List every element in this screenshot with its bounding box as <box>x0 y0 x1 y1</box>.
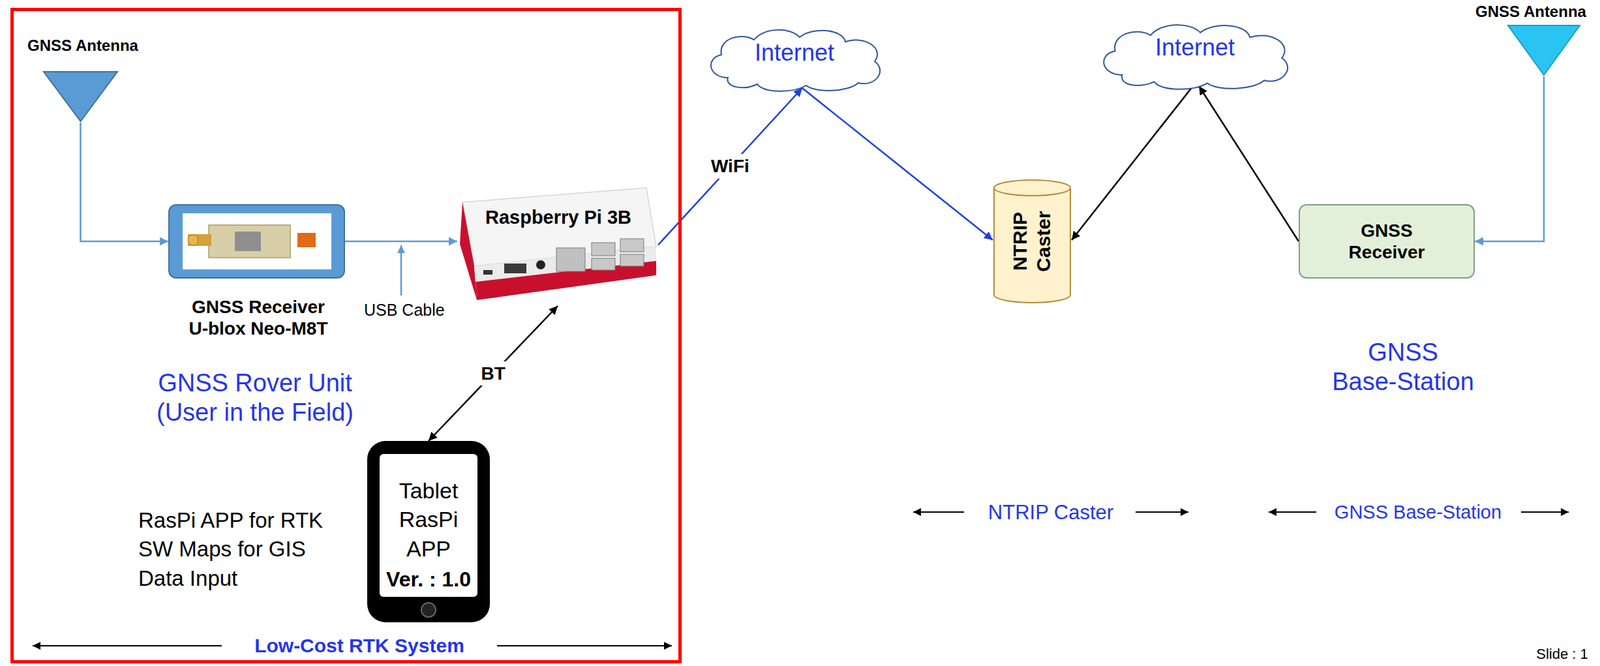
span-arrow <box>1521 511 1569 513</box>
internet-cloud: Internet <box>1093 20 1297 91</box>
home-button <box>421 602 436 618</box>
span-label: NTRIP Caster <box>966 500 1136 525</box>
word: GNSS <box>1367 338 1439 366</box>
cylinder-shape <box>992 178 1072 304</box>
span-arrow <box>1135 511 1189 513</box>
span-arrow <box>32 645 222 647</box>
ethernet-port <box>556 247 586 272</box>
edge-label: BT <box>477 361 510 387</box>
word: Base-Station <box>1331 367 1475 396</box>
system-boundary: Low-Cost RTK System GNSS AntennaGNSS Rece… <box>10 7 682 664</box>
unit-title: GNSS Base-Station <box>1311 337 1495 398</box>
connector-group <box>80 76 1544 441</box>
word: Neo-M8T <box>250 318 328 339</box>
raspberry-pi-label: Raspberry Pi 3B <box>467 206 650 229</box>
raspberry-pi-photo <box>457 183 659 306</box>
usb-port <box>591 258 616 271</box>
word: GNSS <box>191 296 244 317</box>
pointer-arrow <box>400 245 403 296</box>
antenna: GNSS Antenna <box>14 33 152 123</box>
connector <box>802 88 993 241</box>
cylinder-body <box>994 180 1071 303</box>
receiver-box-label: GNSS Receiver U-blox Neo-M8T <box>180 296 337 340</box>
receiver-photo <box>169 205 344 278</box>
span-arrow <box>497 645 672 647</box>
gnss-chip <box>234 231 261 252</box>
note-text: RasPi APP for RTK SW Maps for GIS Data I… <box>138 506 353 595</box>
audio-jack <box>536 260 546 270</box>
internet-cloud-label: Internet <box>716 38 873 67</box>
ntrip-caster: NTRIP Caster <box>992 178 1072 304</box>
tablet-screen <box>379 453 478 597</box>
usb-port <box>620 254 644 267</box>
cloud-outline <box>1103 24 1288 90</box>
receiver-box: GNSS Receiver U-blox Neo-M8T <box>168 204 346 279</box>
antenna-label: GNSS Antenna <box>14 36 152 56</box>
connector <box>345 240 458 243</box>
antenna-label: GNSS Antenna <box>1467 2 1595 22</box>
micro-usb-port <box>483 270 493 275</box>
antenna: GNSS Antenna <box>1467 1 1595 77</box>
slide-number: Slide : 1 <box>1529 645 1595 663</box>
connector <box>428 305 558 441</box>
cloud-outline <box>710 30 880 92</box>
word: U-blox <box>188 318 246 339</box>
antenna-triangle <box>43 71 118 122</box>
internet-cloud: Internet <box>701 25 888 92</box>
tablet-body <box>367 440 490 623</box>
cylinder-rim <box>994 187 1071 196</box>
tablet-label: Tablet RasPi APP <box>379 476 478 565</box>
antenna-triangle <box>1508 25 1580 76</box>
circuit-board <box>208 225 291 258</box>
word: Receiver <box>248 296 325 317</box>
sma-connector <box>187 234 212 246</box>
tablet-label: Ver. : 1.0 <box>379 566 478 592</box>
tablet: Tablet RasPi APPVer. : 1.0 <box>367 440 490 623</box>
receiver-box-label: GNSS Receiver <box>1341 219 1433 264</box>
usb-port <box>620 238 644 252</box>
sma-nut <box>187 234 199 246</box>
internet-cloud-label: Internet <box>1116 33 1274 62</box>
usb-port <box>591 242 616 256</box>
span-label: GNSS Base-Station <box>1320 500 1516 524</box>
ntrip-caster-label: NTRIP Caster <box>1008 202 1056 281</box>
usb-connector <box>297 232 316 248</box>
photo-frame <box>182 213 332 270</box>
edge-label: WiFi <box>707 153 754 179</box>
span-arrow <box>1268 511 1317 513</box>
edge-label: USB Cable <box>363 300 445 320</box>
unit-title: GNSS Rover Unit (User in the Field) <box>137 368 373 428</box>
connector <box>1198 86 1299 242</box>
raspberry-pi: Raspberry Pi 3B <box>457 183 659 306</box>
hdmi-port <box>504 263 527 274</box>
span-arrow <box>913 511 965 513</box>
receiver-box: GNSS Receiver <box>1298 204 1475 279</box>
case-side <box>459 202 477 301</box>
connector <box>1474 76 1544 242</box>
connector <box>1071 86 1193 241</box>
connector <box>80 122 169 242</box>
system-boundary-label: Low-Cost RTK System <box>228 633 490 658</box>
